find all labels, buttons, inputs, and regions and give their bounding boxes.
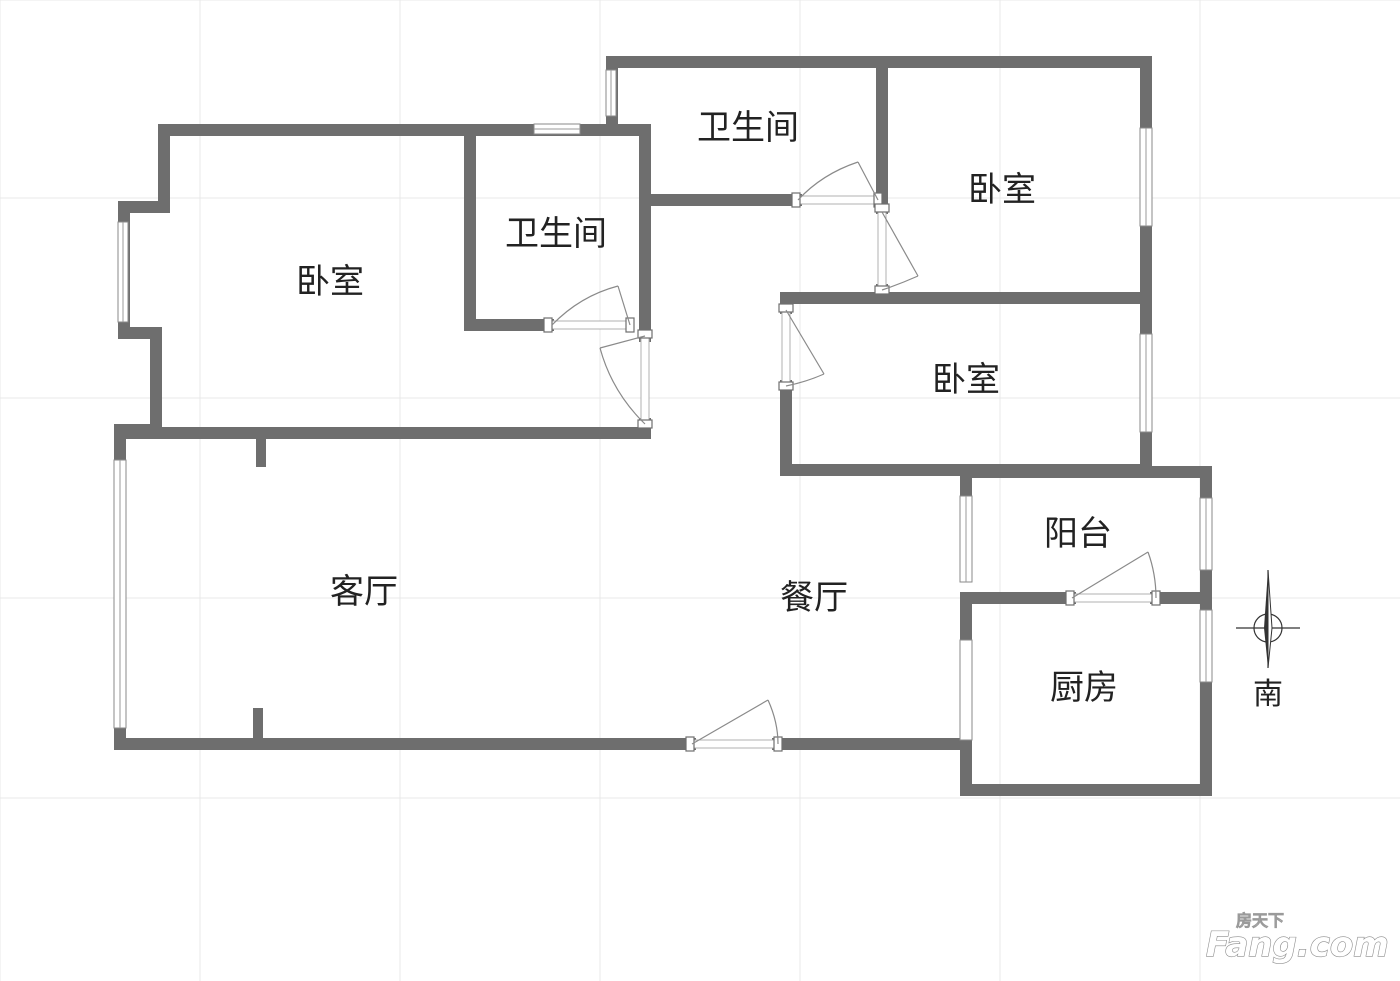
windows [113, 69, 1213, 741]
walls [114, 56, 1212, 796]
door-north-bathroom [791, 161, 883, 208]
window-northeast-bedroom [1139, 127, 1153, 227]
window-north-bathroom [605, 69, 617, 117]
door-entrance [685, 699, 783, 752]
wall-stub-living-bottom [253, 708, 263, 744]
room-label-bathroom-center: 卫生间 [505, 214, 607, 254]
wall-center-bathroom-left [464, 124, 554, 331]
fang-logo: 房天下 Fang.com [1205, 911, 1389, 966]
window-east-bedroom [1139, 333, 1153, 433]
room-label-bathroom-north: 卫生间 [697, 108, 799, 148]
compass-direction-label: 南 [1253, 677, 1283, 712]
wall-kitchen-left-stub [960, 600, 972, 640]
window-west-bedroom [117, 221, 129, 323]
doors [543, 161, 1161, 752]
wall-stub-living-top [256, 433, 266, 467]
room-label-bedroom-northeast: 卧室 [968, 170, 1036, 210]
window-balcony-east [1199, 497, 1213, 571]
window-living-room [113, 459, 127, 729]
compass-north-arrow-icon: 南 [1236, 569, 1300, 712]
room-label-kitchen: 厨房 [1050, 668, 1118, 708]
logo-brand-en: Fang.com [1206, 925, 1389, 965]
logo-brand-cn: 房天下 [1236, 911, 1284, 930]
window-balcony-west [959, 495, 973, 583]
door-northeast-bedroom [874, 203, 919, 295]
room-label-living-room: 客厅 [330, 572, 398, 612]
room-label-balcony: 阳台 [1044, 514, 1112, 554]
window-kitchen [1199, 609, 1213, 683]
wall-center-bathroom [464, 124, 651, 342]
door-west-bedroom [599, 329, 653, 429]
wall-bedroom-divider [876, 284, 1152, 304]
opening-kitchen-west [959, 639, 973, 741]
room-labels: 卧室 卫生间 卫生间 卧室 卧室 客厅 餐厅 阳台 厨房 [296, 108, 1118, 708]
room-label-dining-room: 餐厅 [780, 578, 848, 618]
room-label-bedroom-west: 卧室 [296, 262, 364, 302]
door-balcony [1065, 551, 1161, 606]
door-east-bedroom [778, 303, 825, 391]
wall-bedroom-living-divider [114, 418, 651, 439]
window-center-bathroom [533, 123, 581, 135]
door-center-bathroom [543, 285, 635, 333]
room-label-bedroom-east: 卧室 [932, 360, 1000, 400]
